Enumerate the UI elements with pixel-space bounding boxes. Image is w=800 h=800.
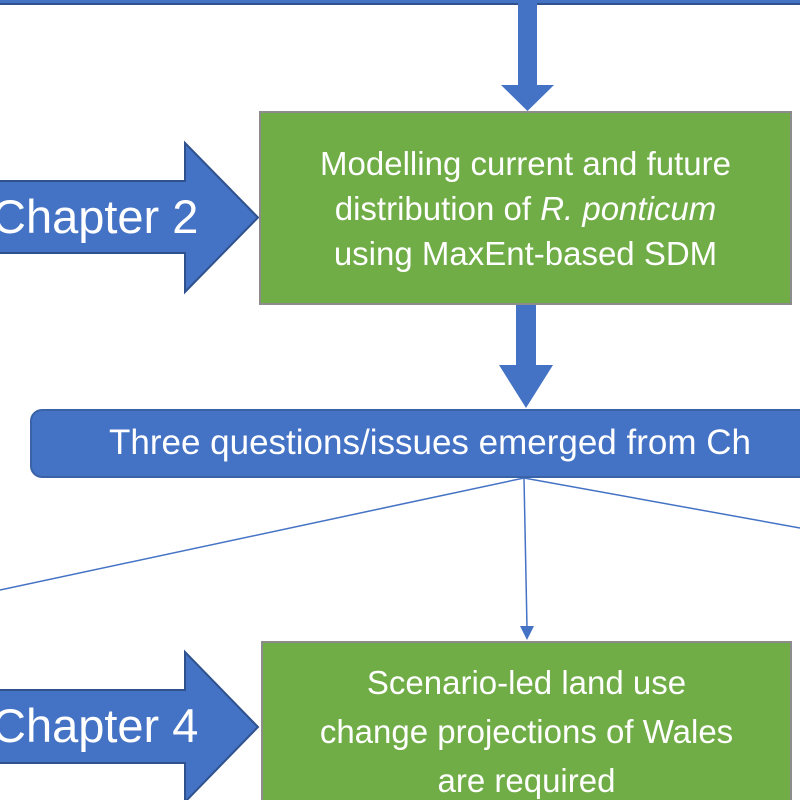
questions-box: Three questions/issues emerged from Ch [30,409,800,478]
modelling-box-line2-prefix: distribution of [334,189,541,227]
modelling-box-line1: Modelling current and future [320,144,731,182]
connector-line-right [523,477,800,529]
top-box-edge [0,0,800,5]
connector-line-left [0,477,525,591]
species-name: R. ponticum [540,189,717,227]
chapter-4-arrow [0,649,260,800]
questions-box-text: Three questions/issues emerged from Ch [109,422,751,462]
scenario-box-line1: Scenario-led land use [366,664,687,701]
down-arrow-middle [499,304,553,408]
connector-arrowhead [520,626,534,640]
down-arrow-top [501,3,554,111]
scenario-box-line2: change projections of Wales [319,713,734,750]
modelling-box-line3: using MaxEnt-based SDM [333,234,718,272]
chapter-4-label: Chapter 4 [0,698,199,752]
modelling-box: Modelling current and future distributio… [259,111,792,305]
chapter-2-label: Chapter 2 [0,189,199,243]
connector-line-center [523,477,528,629]
chapter-2-arrow [0,140,260,295]
scenario-box: Scenario-led land use change projections… [261,641,792,800]
modelling-box-line2: distribution of R. ponticum [335,186,717,231]
scenario-box-line3: are required [437,762,616,799]
